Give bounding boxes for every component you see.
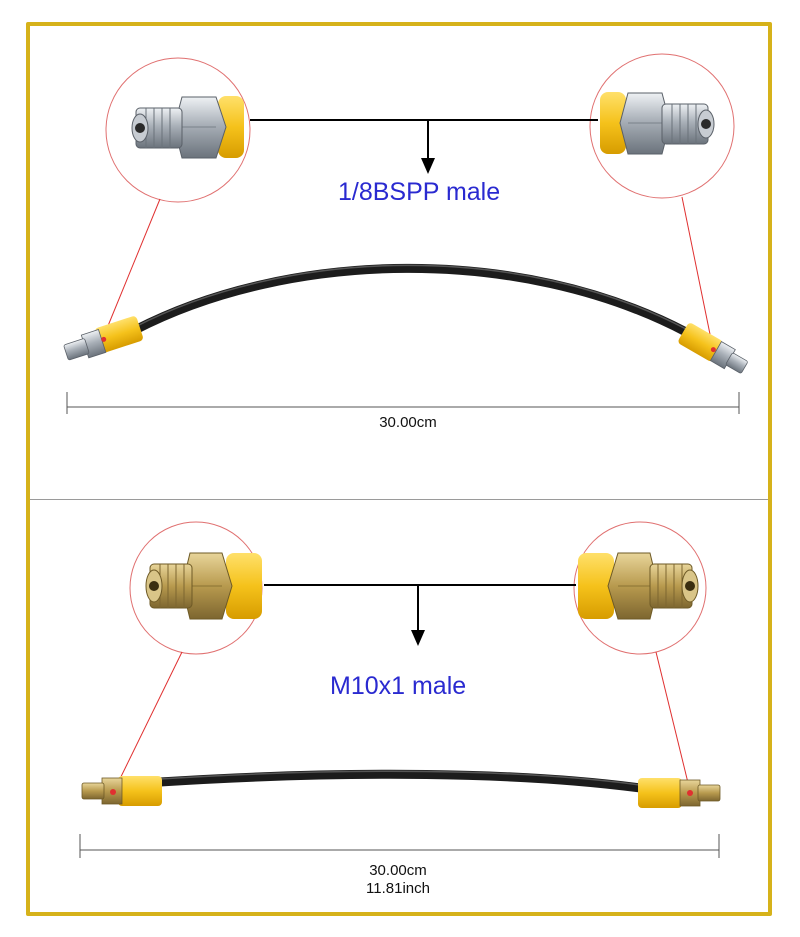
dimension-line-2 [79, 834, 720, 858]
dimension-text-2-inch: 11.81inch [366, 880, 430, 897]
leader-line-left [102, 198, 161, 339]
thread-label-2: M10x1 male [330, 672, 467, 700]
hose-fitting-left [63, 316, 143, 361]
zoom-fitting-left [131, 96, 244, 159]
thread-label-1: 1/8BSPP male [338, 178, 501, 206]
hose-fitting-right [678, 323, 748, 374]
arrow-down-icon [411, 630, 425, 646]
leader-line-right [681, 196, 713, 345]
hose-fitting-left-2 [81, 776, 162, 806]
dimension-text-1: 30.00cm [379, 414, 437, 431]
hose [130, 263, 691, 337]
section-2 [79, 521, 721, 858]
dimension-line-1 [66, 392, 740, 414]
section-1 [63, 53, 748, 414]
zoom-fitting-right [600, 92, 715, 155]
leader-line-right-2 [655, 651, 691, 792]
hose-2 [155, 769, 645, 793]
leader-line-left-2 [112, 651, 183, 794]
product-frame [26, 22, 772, 916]
hose-fitting-right-2 [638, 778, 721, 808]
arrow-down-icon [421, 158, 435, 174]
section-divider [30, 499, 768, 500]
zoom-fitting-right-2 [578, 552, 699, 620]
dimension-text-2: 30.00cm 11.81inch [298, 862, 498, 898]
zoom-fitting-left-2 [145, 552, 262, 620]
dimension-text-2-cm: 30.00cm [369, 862, 427, 879]
